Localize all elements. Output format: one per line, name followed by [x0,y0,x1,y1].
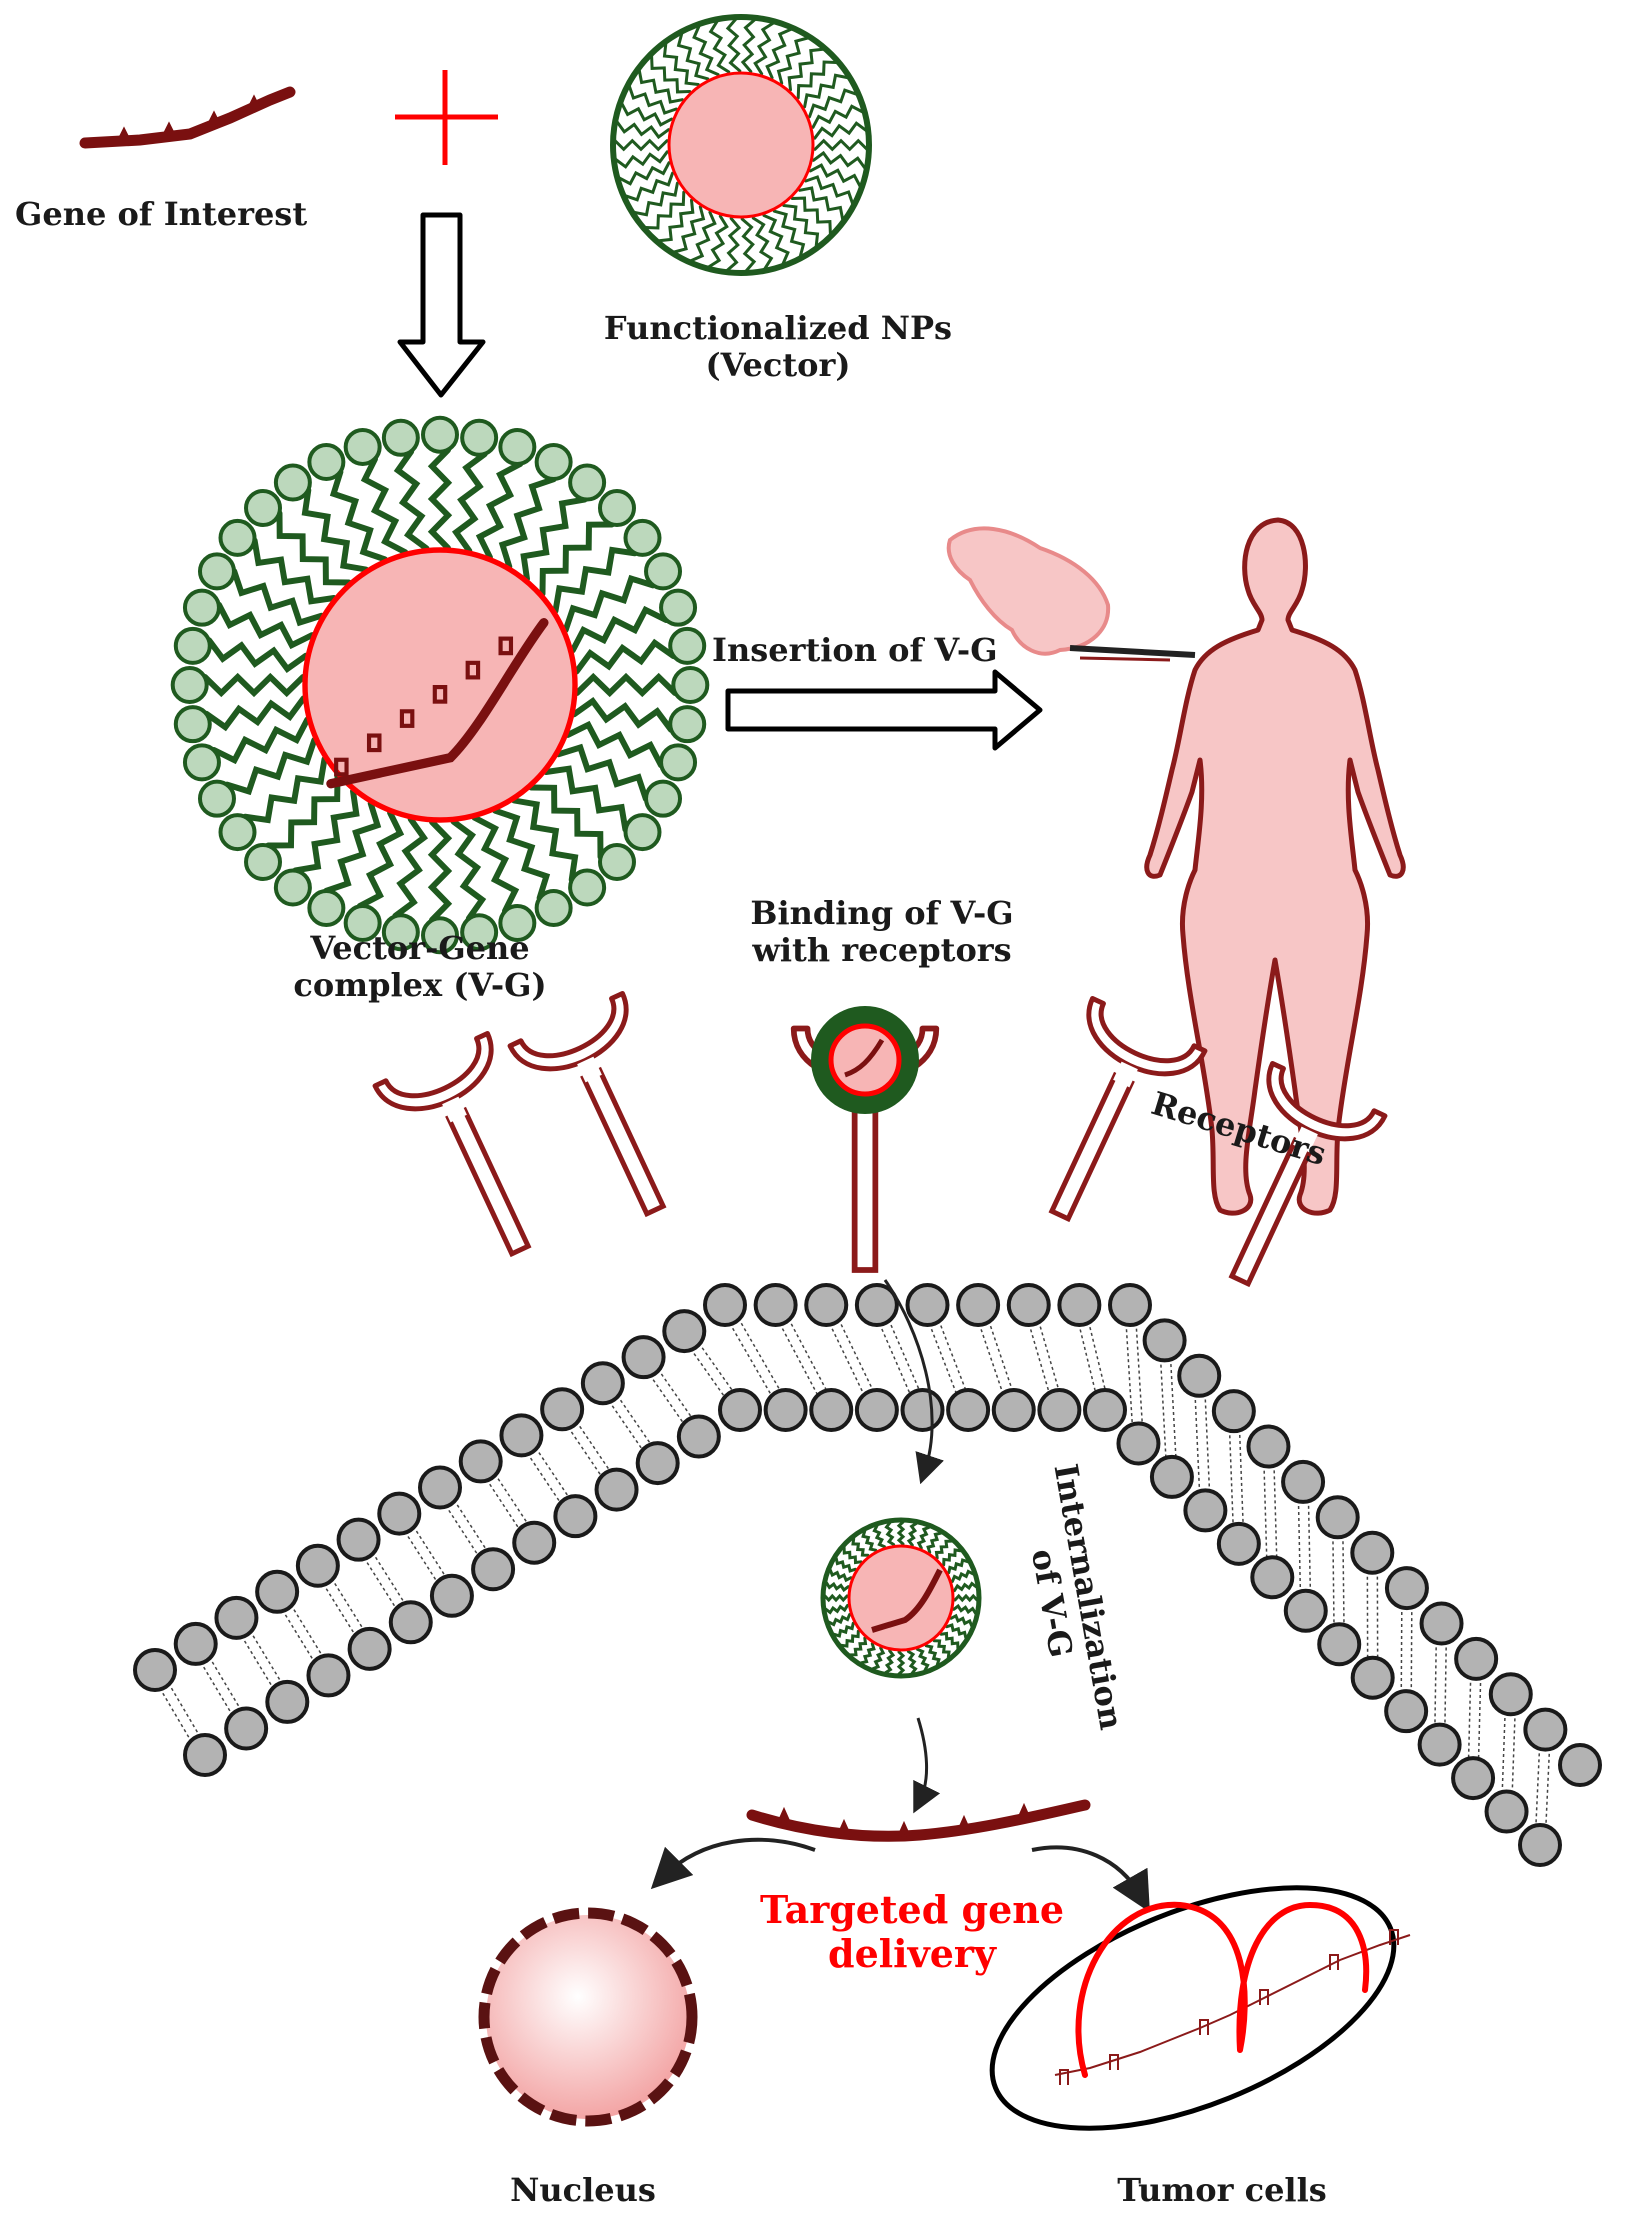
label-binding-line1: Binding of V-G [750,894,1014,932]
label-functionalized-nps-line2: (Vector) [705,345,851,384]
arrow-to-tumor [1031,1845,1150,1913]
released-gene-icon [746,1799,1091,1842]
right-arrow-icon [725,669,1043,751]
gene-of-interest-icon [79,86,296,149]
nucleus-icon [478,1907,698,2127]
human-body-icon [1144,517,1406,1216]
label-vector-gene-line2: complex (V-G) [293,965,547,1004]
label-gene-of-interest: Gene of Interest [15,195,308,233]
label-functionalized-nps: Functionalized NPs (Vector) [604,310,952,384]
down-arrow-icon [397,212,486,398]
hand-syringe-icon [946,526,1196,662]
label-binding-line2: with receptors [752,930,1012,969]
label-targeted-gene-delivery: Targeted gene delivery [760,1888,1064,1975]
bound-vector-gene-icon [811,1006,919,1114]
arrow-to-nucleus [650,1837,816,1890]
label-insertion: Insertion of V-G [712,631,998,669]
label-vector-gene-complex: Vector-Gene complex (V-G) [293,930,546,1004]
label-vector-gene-line1: Vector-Gene [310,929,530,967]
label-functionalized-nps-line1: Functionalized NPs [603,309,953,347]
vector-gene-complex-icon [170,415,710,955]
plus-icon [395,70,498,165]
label-nucleus: Nucleus [510,2171,656,2209]
label-targeted-line1: Targeted gene [759,1887,1065,1932]
tumor-cell-icon [989,1885,1411,2131]
label-tumor-cells: Tumor cells [1117,2171,1327,2209]
cell-membrane [133,1283,1602,1867]
label-binding: Binding of V-G with receptors [750,895,1013,969]
internalization-arrow [883,1279,944,1485]
label-targeted-line2: delivery [828,1930,996,1976]
internalized-vector-gene-icon [820,1517,982,1679]
functionalized-np-icon [610,14,872,276]
release-arrow [913,1717,941,1814]
